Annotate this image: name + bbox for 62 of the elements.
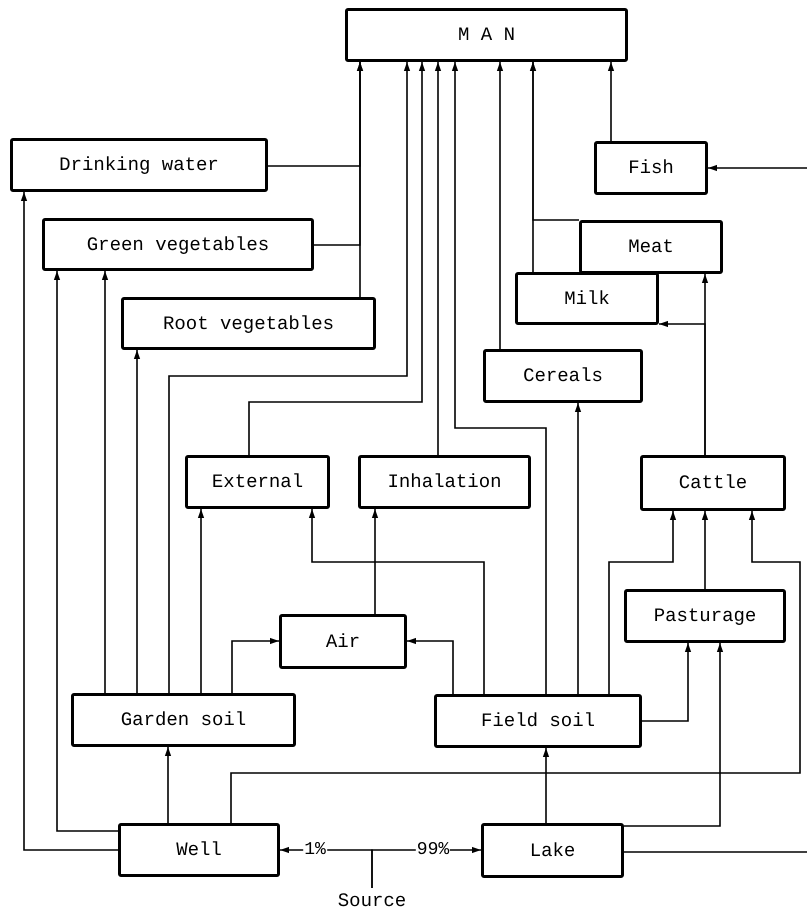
- box-label: Root vegetables: [162, 312, 334, 334]
- box-label: Air: [326, 630, 360, 652]
- arrow: [231, 638, 279, 693]
- box-label: Cereals: [523, 365, 603, 387]
- process-box: [579, 220, 723, 274]
- arrow: [608, 511, 676, 694]
- box-label: Garden soil: [120, 709, 246, 731]
- arrow: [608, 62, 614, 141]
- box-label: Fish: [628, 157, 674, 179]
- arrow: [308, 509, 485, 694]
- arrow: [659, 320, 706, 455]
- arrow: [642, 643, 692, 722]
- arrow: [372, 509, 378, 614]
- process-box: [640, 455, 786, 511]
- box-label: Drinking water: [59, 154, 219, 176]
- process-box: [358, 455, 531, 509]
- process-box: [71, 693, 296, 747]
- box-label: Inhalation: [387, 471, 502, 493]
- arrow: [496, 62, 504, 349]
- process-box: [121, 297, 376, 350]
- process-box: [42, 218, 314, 271]
- arrow: [164, 747, 172, 823]
- box-label: External: [212, 471, 304, 493]
- box-label: Field soil: [480, 710, 596, 732]
- arrow: [407, 638, 454, 694]
- box-label: Pasturage: [654, 605, 756, 627]
- arrow: [20, 192, 118, 851]
- box-label: Milk: [564, 288, 610, 310]
- process-box: [624, 589, 786, 643]
- process-box: [279, 614, 407, 669]
- arrow: [134, 350, 140, 693]
- process-box: [434, 694, 642, 748]
- arrow: [248, 62, 426, 455]
- process-box: [594, 141, 708, 195]
- arrow: [624, 643, 724, 827]
- arrow: [198, 509, 204, 693]
- box-label: Meat: [628, 236, 674, 258]
- arrow: [708, 164, 807, 172]
- box-label: Green vegetables: [86, 234, 270, 256]
- box-label: M A N: [458, 24, 515, 46]
- arrow: [574, 403, 582, 694]
- source-label: Source: [338, 890, 406, 912]
- arrow: [530, 62, 579, 221]
- arrow: [452, 62, 547, 694]
- box-label: Well: [176, 839, 222, 861]
- process-box: [185, 455, 330, 509]
- process-box: [481, 823, 624, 878]
- process-box: [118, 823, 280, 877]
- arrow: [542, 748, 550, 823]
- process-box: [10, 138, 268, 192]
- arrow: [54, 271, 118, 832]
- process-box: [515, 272, 659, 325]
- box-label: Cattle: [678, 472, 748, 494]
- arrow: [356, 62, 364, 297]
- arrow: [168, 62, 410, 693]
- arrow: [702, 511, 708, 589]
- arrow: [102, 271, 108, 693]
- process-box: [345, 8, 628, 62]
- arrow: [230, 511, 801, 823]
- arrow: [434, 62, 442, 455]
- box-label: Lake: [530, 840, 576, 862]
- process-box: [483, 349, 643, 403]
